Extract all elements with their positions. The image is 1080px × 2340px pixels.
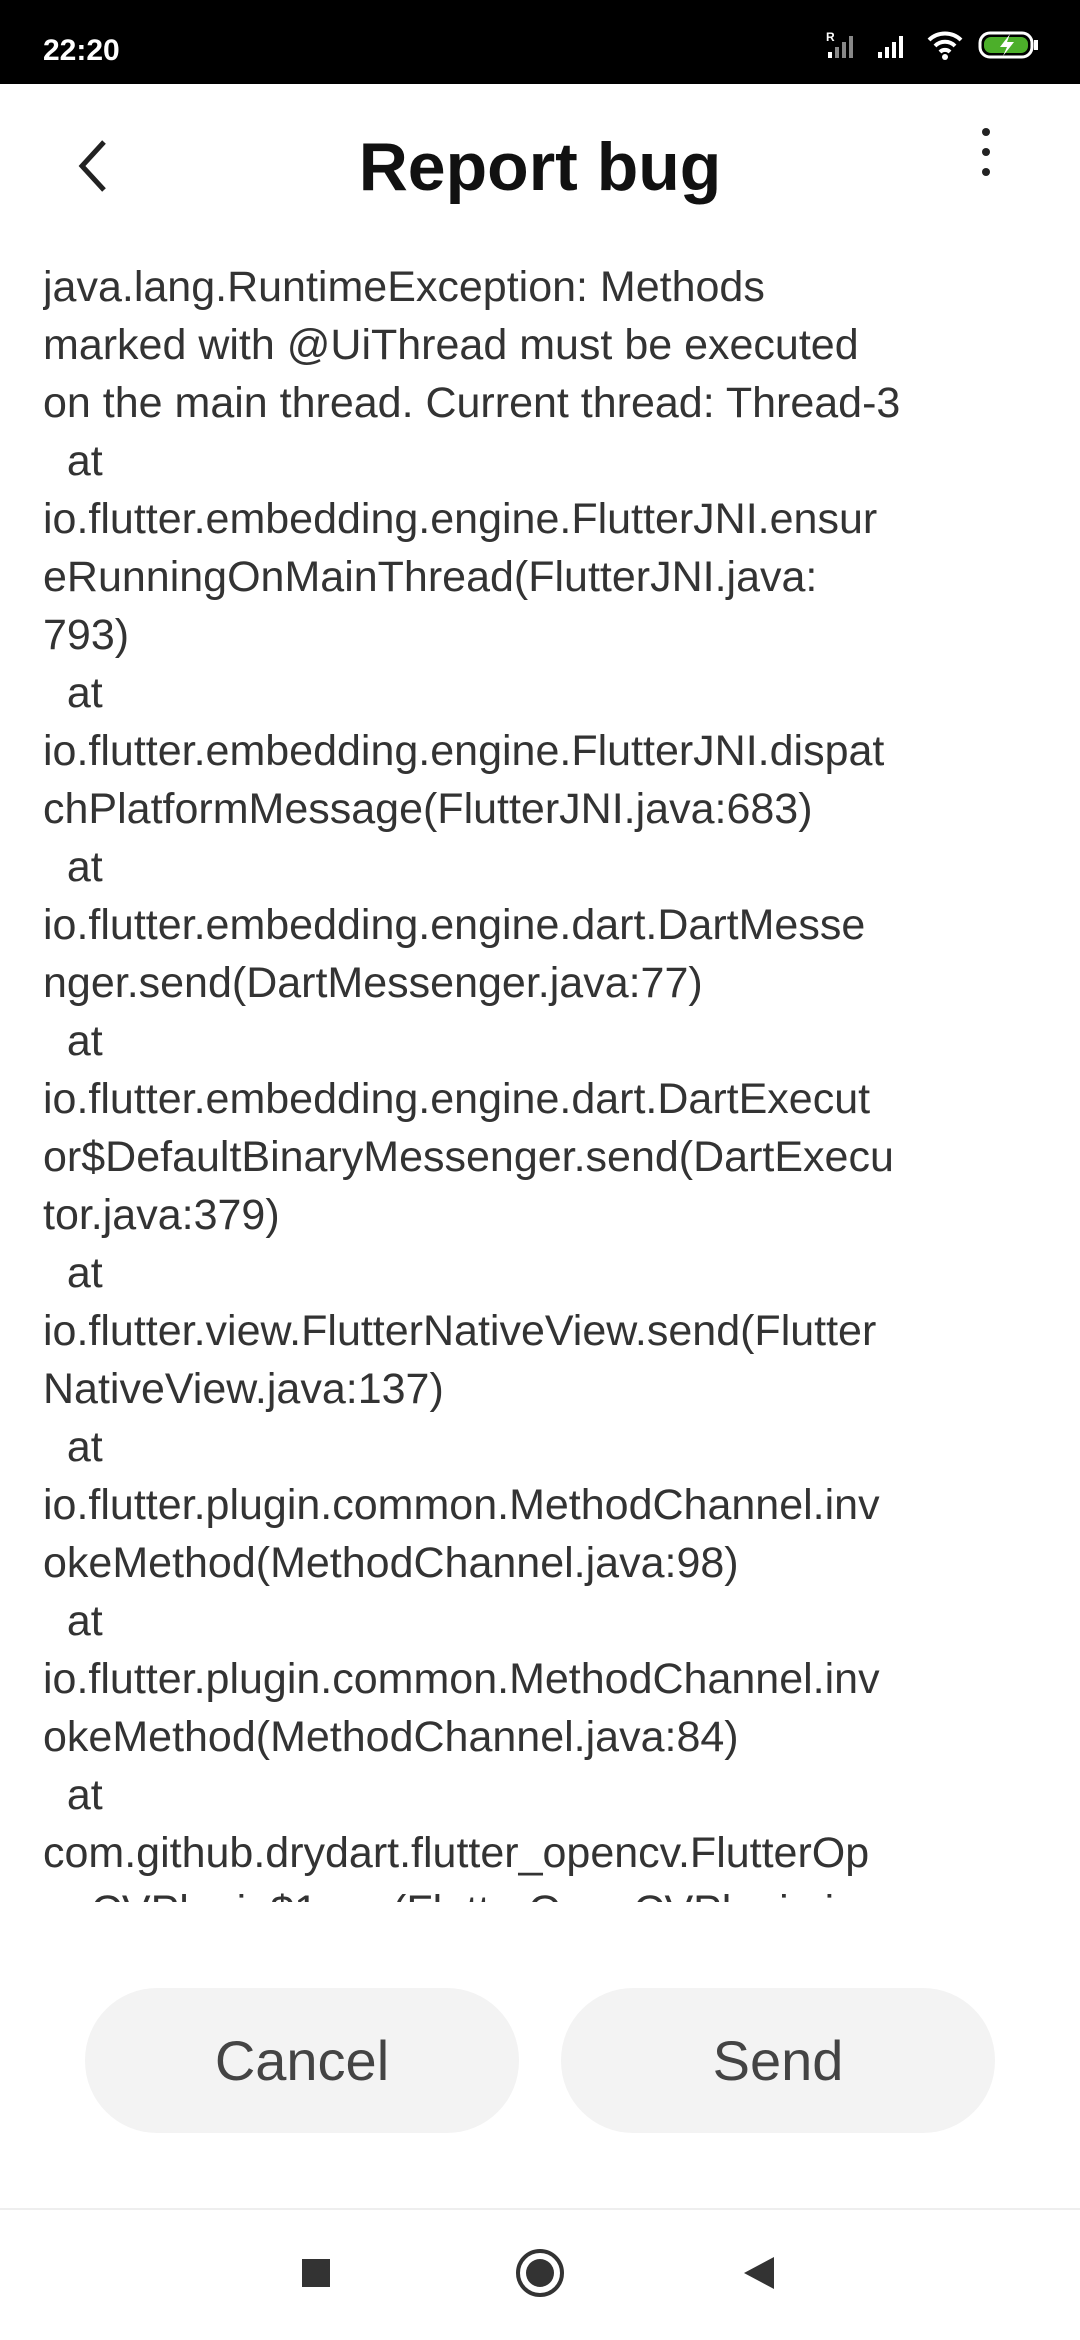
signal-icon	[878, 36, 903, 58]
log-line: enCVPlugin$1.run(FlutterOpenCVPlugin.jav…	[43, 1882, 1053, 1902]
log-line: io.flutter.embedding.engine.FlutterJNI.e…	[43, 495, 878, 543]
log-line: at	[43, 669, 103, 717]
log-line: java.lang.RuntimeException: Methods	[43, 263, 765, 311]
recents-square-icon[interactable]	[280, 2240, 350, 2310]
page-title: Report bug	[358, 129, 722, 205]
log-line: io.flutter.plugin.common.MethodChannel.i…	[43, 1481, 880, 1529]
nav-divider	[0, 2208, 1080, 2210]
status-bar: 22:20 R	[0, 0, 1080, 84]
log-line: io.flutter.embedding.engine.FlutterJNI.d…	[43, 727, 885, 775]
log-line: nger.send(DartMessenger.java:77)	[43, 959, 703, 1007]
more-vertical-icon[interactable]	[966, 124, 1006, 184]
bug-report-log[interactable]: java.lang.RuntimeException: Methods marke…	[43, 258, 1053, 1902]
log-line: 793)	[43, 611, 130, 659]
home-circle-icon[interactable]	[505, 2240, 575, 2310]
send-button[interactable]: Send	[561, 1988, 995, 2133]
log-line: at	[43, 1017, 103, 1065]
log-line: com.github.drydart.flutter_opencv.Flutte…	[43, 1829, 870, 1877]
log-line: at	[43, 1249, 103, 1297]
log-line: at	[43, 1597, 103, 1645]
log-line: okeMethod(MethodChannel.java:98)	[43, 1539, 739, 1587]
log-line: chPlatformMessage(FlutterJNI.java:683)	[43, 785, 813, 833]
log-line: tor.java:379)	[43, 1191, 280, 1239]
log-line: at	[43, 437, 103, 485]
log-line: at	[43, 1423, 103, 1471]
log-line: io.flutter.embedding.engine.dart.DartMes…	[43, 901, 866, 949]
cancel-button[interactable]: Cancel	[85, 1988, 519, 2133]
log-line: on the main thread. Current thread: Thre…	[43, 379, 901, 427]
back-arrow-icon[interactable]	[66, 136, 126, 196]
signal-roaming-icon: R	[826, 30, 853, 58]
log-line: io.flutter.view.FlutterNativeView.send(F…	[43, 1307, 877, 1355]
log-line: io.flutter.plugin.common.MethodChannel.i…	[43, 1655, 880, 1703]
log-line: okeMethod(MethodChannel.java:84)	[43, 1713, 739, 1761]
log-line: io.flutter.embedding.engine.dart.DartExe…	[43, 1075, 871, 1123]
log-line: NativeView.java:137)	[43, 1365, 444, 1413]
back-triangle-icon[interactable]	[724, 2240, 794, 2310]
app-bar: Report bug	[0, 84, 1080, 254]
log-line: eRunningOnMainThread(FlutterJNI.java:	[43, 553, 818, 601]
battery-charging-icon	[978, 31, 1038, 59]
log-line: marked with @UiThread must be executed	[43, 321, 859, 369]
log-line: at	[43, 1771, 103, 1819]
wifi-icon	[927, 31, 963, 60]
log-line: or$DefaultBinaryMessenger.send(DartExecu	[43, 1133, 894, 1181]
status-time: 22:20	[43, 34, 120, 67]
log-line: at	[43, 843, 103, 891]
roaming-label: R	[826, 30, 835, 44]
